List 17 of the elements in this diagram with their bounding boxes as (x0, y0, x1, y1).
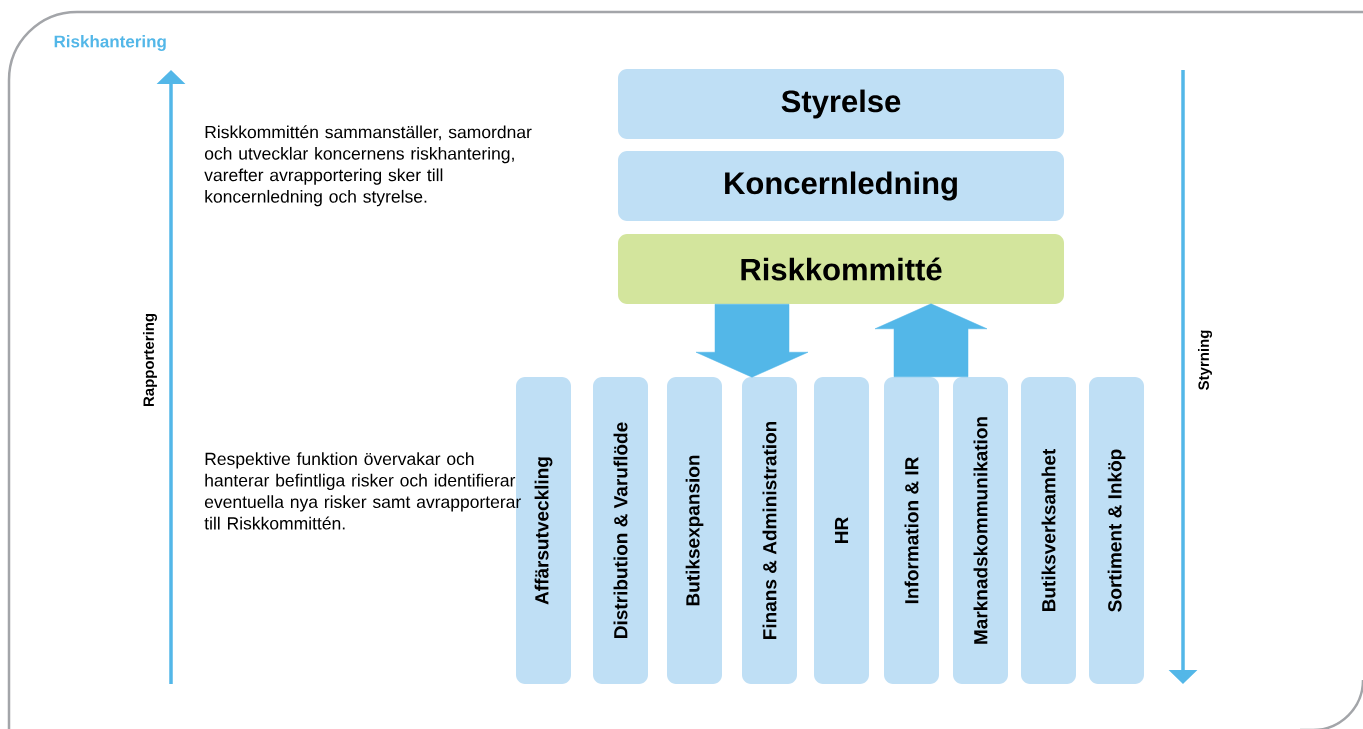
org-box: Styrelse (618, 69, 1064, 139)
block-arrow (874, 303, 988, 378)
function-box: HR (814, 377, 869, 684)
function-box: Butiksexpansion (667, 377, 722, 684)
function-box: Distribution & Varuflöde (593, 377, 648, 684)
axis-label: Styrning (1198, 330, 1213, 390)
description-text: Riskkommittén sammanställer, samordnar och utvecklar koncernens riskhantering, varefter avrapportering sker till koncernledning och styrelse. (204, 125, 532, 207)
block-arrow (695, 303, 809, 378)
function-box: Information & IR (884, 377, 939, 684)
function-box: Sortiment & Inköp (1089, 377, 1144, 684)
title: Riskhantering (54, 35, 166, 51)
function-box: Finans & Administration (742, 377, 797, 684)
org-box: Koncernledning (618, 151, 1064, 221)
org-box: Riskkommitté (618, 234, 1064, 304)
axis-label: Rapportering (143, 313, 158, 407)
function-box: Butiksverksamhet (1021, 377, 1076, 684)
function-box: Marknadskommunikation (953, 377, 1008, 684)
